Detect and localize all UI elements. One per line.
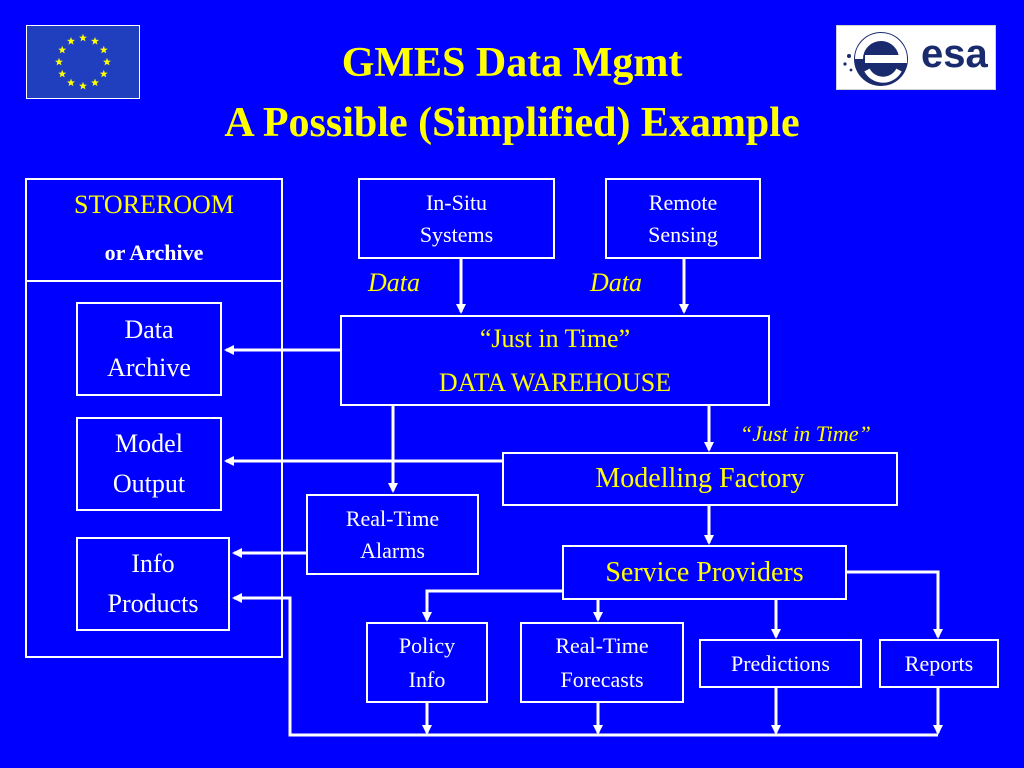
arrow-bus-info-products	[232, 593, 938, 737]
policy-line1: Policy	[398, 632, 456, 658]
eu-star-icon	[79, 33, 87, 42]
data-archive-line1: Data	[124, 315, 174, 344]
real-time-alarms-box: Real-Time Alarms	[306, 494, 479, 575]
remote-data-label: Data	[590, 268, 642, 297]
in-situ-line1: In-Situ	[425, 189, 488, 215]
eu-star-icon	[99, 69, 108, 78]
predictions-box: Predictions	[699, 639, 862, 688]
remote-sensing-line1: Remote	[648, 189, 718, 215]
forecasts-line2: Forecasts	[560, 666, 644, 692]
in-situ-systems-box: In-Situ Systems	[358, 178, 555, 259]
data-warehouse-box: “Just in Time” DATA WAREHOUSE	[340, 315, 770, 406]
predictions-label: Predictions	[731, 650, 830, 676]
forecasts-line1: Real-Time	[555, 632, 649, 658]
eu-star-icon	[79, 81, 87, 90]
modelling-factory-label: Modelling Factory	[595, 463, 805, 494]
reports-box: Reports	[879, 639, 999, 688]
model-output-line2: Output	[112, 469, 186, 498]
alarms-line2: Alarms	[360, 537, 425, 563]
esa-emblem-icon	[843, 32, 908, 86]
storeroom-title: STOREROOM	[74, 190, 234, 219]
eu-star-icon	[91, 78, 99, 87]
eu-star-icon	[67, 37, 75, 45]
data-archive-box: Data Archive	[76, 302, 222, 396]
storeroom-container	[25, 178, 283, 658]
eu-star-icon	[58, 69, 67, 78]
eu-star-icon	[55, 57, 63, 66]
esa-logo: esa	[836, 25, 996, 90]
eu-star-icon	[58, 45, 67, 54]
eu-star-icon	[99, 45, 108, 54]
info-products-line1: Info	[131, 549, 175, 578]
storeroom-subtitle: or Archive	[104, 240, 204, 265]
jit-flow-label: “Just in Time”	[740, 421, 871, 446]
real-time-forecasts-box: Real-Time Forecasts	[520, 622, 684, 703]
eu-stars-icon	[55, 33, 111, 90]
modelling-factory-box: Modelling Factory	[502, 452, 898, 506]
remote-sensing-line2: Sensing	[648, 221, 718, 247]
reports-label: Reports	[904, 650, 974, 676]
arrow-services-policy	[422, 589, 563, 622]
service-providers-label: Service Providers	[605, 556, 804, 588]
arrow-services-reports	[846, 570, 943, 639]
insitu-data-label: Data	[368, 268, 420, 297]
alarms-line1: Real-Time	[345, 505, 440, 531]
info-products-box: Info Products	[76, 537, 230, 631]
service-providers-box: Service Providers	[562, 545, 847, 600]
eu-star-icon	[103, 57, 111, 66]
policy-info-box: Policy Info	[366, 622, 488, 703]
eu-star-icon	[91, 37, 99, 45]
model-output-line1: Model	[115, 429, 183, 458]
in-situ-line2: Systems	[419, 221, 494, 247]
model-output-box: Model Output	[76, 417, 222, 511]
eu-star-icon	[67, 78, 75, 87]
remote-sensing-box: Remote Sensing	[605, 178, 761, 259]
info-products-line2: Products	[107, 589, 199, 618]
storeroom-divider	[25, 280, 283, 282]
data-archive-line2: Archive	[107, 353, 191, 382]
page-subtitle: A Possible (Simplified) Example	[224, 100, 800, 146]
policy-line2: Info	[408, 666, 446, 692]
warehouse-jit-label: “Just in Time”	[479, 323, 631, 353]
eu-flag-logo	[26, 25, 140, 99]
esa-wordmark: esa	[921, 32, 988, 76]
warehouse-title: DATA WAREHOUSE	[438, 367, 672, 397]
page-title: GMES Data Mgmt	[341, 40, 683, 86]
